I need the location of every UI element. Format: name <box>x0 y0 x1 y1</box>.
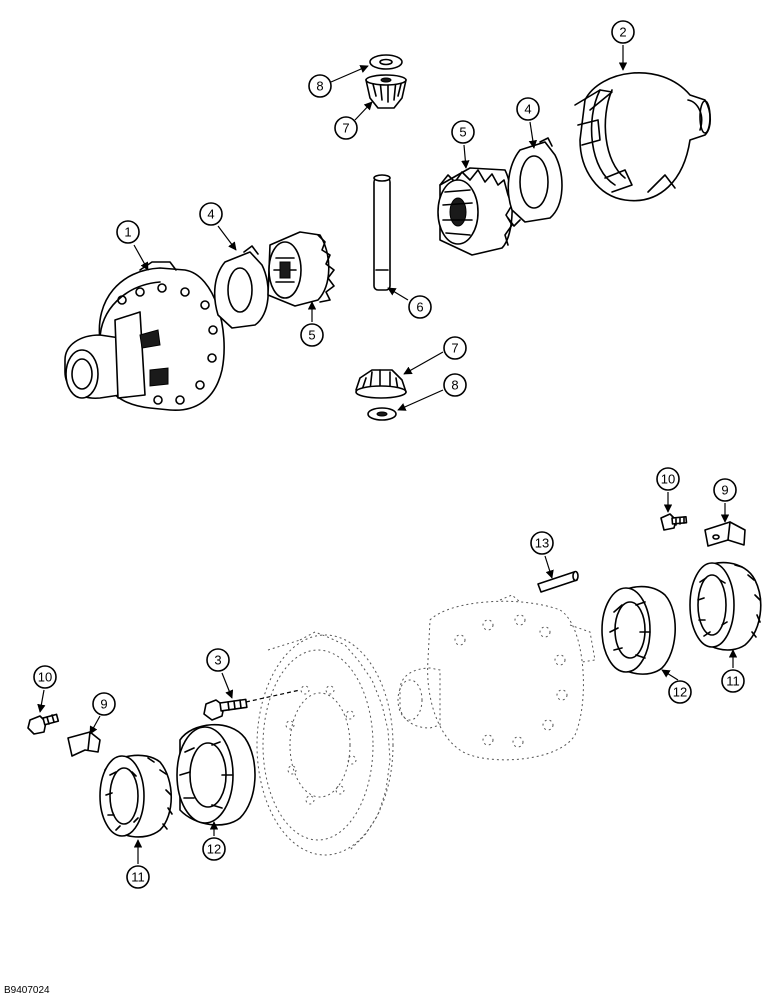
svg-text:9: 9 <box>721 483 728 498</box>
callout-4-lower: 4 <box>199 202 237 251</box>
callout-13: 13 <box>530 531 554 579</box>
callout-5-lower: 5 <box>300 301 324 347</box>
cross-shaft-part <box>373 174 391 291</box>
differential-case-half-part <box>574 72 712 202</box>
svg-text:2: 2 <box>619 25 626 40</box>
callout-7-upper: 7 <box>334 101 373 140</box>
svg-text:8: 8 <box>316 79 323 94</box>
bolt-left-part <box>27 713 60 735</box>
svg-text:8: 8 <box>451 378 458 393</box>
ring-gear-bolt-part <box>203 689 301 721</box>
svg-text:11: 11 <box>131 870 145 885</box>
side-gear-left-part <box>267 231 335 307</box>
thrust-washer-right-part <box>507 137 563 227</box>
callout-7-lower: 7 <box>403 336 467 375</box>
svg-text:5: 5 <box>308 328 315 343</box>
callout-8-lower: 8 <box>397 373 467 411</box>
callout-10-left: 10 <box>33 665 57 713</box>
svg-text:9: 9 <box>100 697 107 712</box>
svg-text:7: 7 <box>451 341 458 356</box>
callout-9-right: 9 <box>713 478 737 523</box>
callout-12-right: 12 <box>661 669 692 704</box>
callout-5-upper: 5 <box>451 120 475 169</box>
callout-8-upper: 8 <box>308 65 369 98</box>
adjusting-nut-right-part <box>689 561 762 651</box>
svg-text:10: 10 <box>661 472 675 487</box>
ring-gear-phantom <box>256 631 394 856</box>
svg-text:11: 11 <box>726 674 740 689</box>
svg-text:5: 5 <box>459 125 466 140</box>
assembled-case-phantom <box>397 594 596 761</box>
svg-text:12: 12 <box>207 842 221 857</box>
svg-text:13: 13 <box>535 536 549 551</box>
callout-11-right: 11 <box>721 649 745 693</box>
thrust-washer-lower-part <box>367 407 397 421</box>
callout-2: 2 <box>611 20 635 71</box>
pinion-gear-lower-part <box>355 369 407 399</box>
callout-10-right: 10 <box>656 467 680 513</box>
bearing-left-part <box>176 723 256 826</box>
callout-9-left: 9 <box>89 692 116 735</box>
svg-text:10: 10 <box>38 670 52 685</box>
callout-4-upper: 4 <box>516 97 540 149</box>
figure-reference-code: B9407024 <box>4 985 50 996</box>
svg-text:4: 4 <box>524 102 531 117</box>
svg-text:3: 3 <box>214 653 221 668</box>
bearing-right-part <box>601 585 676 675</box>
pinion-gear-upper-part <box>365 74 407 109</box>
svg-text:1: 1 <box>124 225 131 240</box>
svg-text:7: 7 <box>342 121 349 136</box>
lock-clip-right-part <box>704 521 746 547</box>
thrust-washer-upper-part <box>369 54 403 70</box>
callout-1: 1 <box>116 220 149 271</box>
bolt-right-part <box>660 513 688 531</box>
side-gear-right-part <box>437 167 513 256</box>
roll-pin-part <box>537 570 579 593</box>
callout-6: 6 <box>387 287 432 319</box>
differential-case-part <box>64 261 225 411</box>
thrust-washer-left-part <box>213 245 269 329</box>
svg-text:12: 12 <box>673 685 687 700</box>
callout-12-left: 12 <box>202 821 226 861</box>
callout-3: 3 <box>206 648 234 699</box>
lock-clip-left-part <box>67 731 101 757</box>
callout-11-left: 11 <box>126 839 150 889</box>
svg-text:4: 4 <box>207 207 214 222</box>
adjusting-nut-left-part <box>99 754 173 838</box>
svg-text:6: 6 <box>416 300 423 315</box>
